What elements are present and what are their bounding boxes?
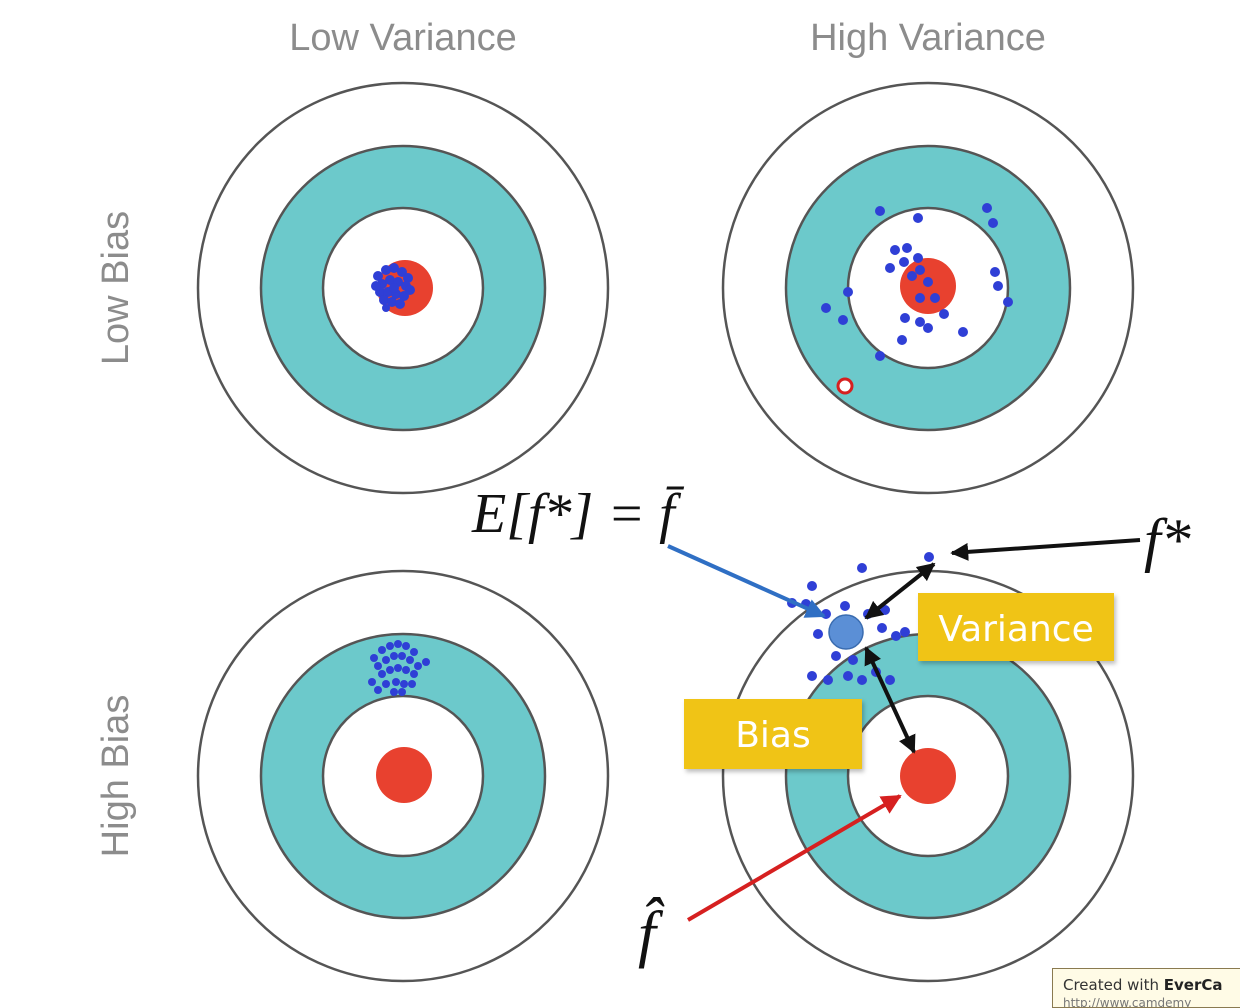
expectation-arrow [667, 544, 826, 618]
prediction-cluster [371, 263, 415, 312]
prediction-cluster [368, 640, 430, 696]
prediction-scatter [821, 203, 1013, 361]
bias-arrow [864, 646, 916, 754]
watermark-url: http://www.camdemy [1063, 996, 1192, 1008]
bullseye [900, 748, 956, 804]
column-header-high-variance: High Variance [810, 17, 1046, 59]
target-low-bias-high-variance [721, 81, 1135, 495]
cursor-marker [836, 377, 854, 395]
bias-label: Bias [735, 715, 811, 756]
mean-prediction-dot [828, 614, 864, 650]
evercam-watermark: Created with EverCa http://www.camdemy [1052, 968, 1240, 1008]
row-header-high-bias: High Bias [95, 695, 137, 858]
f-hat-label: f̂ [638, 897, 664, 969]
f-star-arrow [950, 538, 1141, 561]
f-star-label: f* [1144, 507, 1191, 573]
variance-label-box: Variance [918, 593, 1114, 661]
target-low-bias-low-variance [196, 81, 610, 495]
expectation-formula: E[f*] = f̄ [471, 483, 684, 545]
bias-label-box: Bias [684, 699, 862, 769]
watermark-prefix: Created with [1063, 976, 1159, 994]
f-hat-arrow [686, 794, 902, 922]
variance-arrow [864, 562, 936, 620]
column-header-low-variance: Low Variance [289, 17, 516, 59]
target-high-bias-low-variance [196, 569, 610, 983]
variance-label: Variance [938, 609, 1094, 650]
row-header-low-bias: Low Bias [95, 211, 137, 365]
watermark-brand: EverCa [1163, 976, 1223, 994]
bullseye [376, 747, 432, 803]
